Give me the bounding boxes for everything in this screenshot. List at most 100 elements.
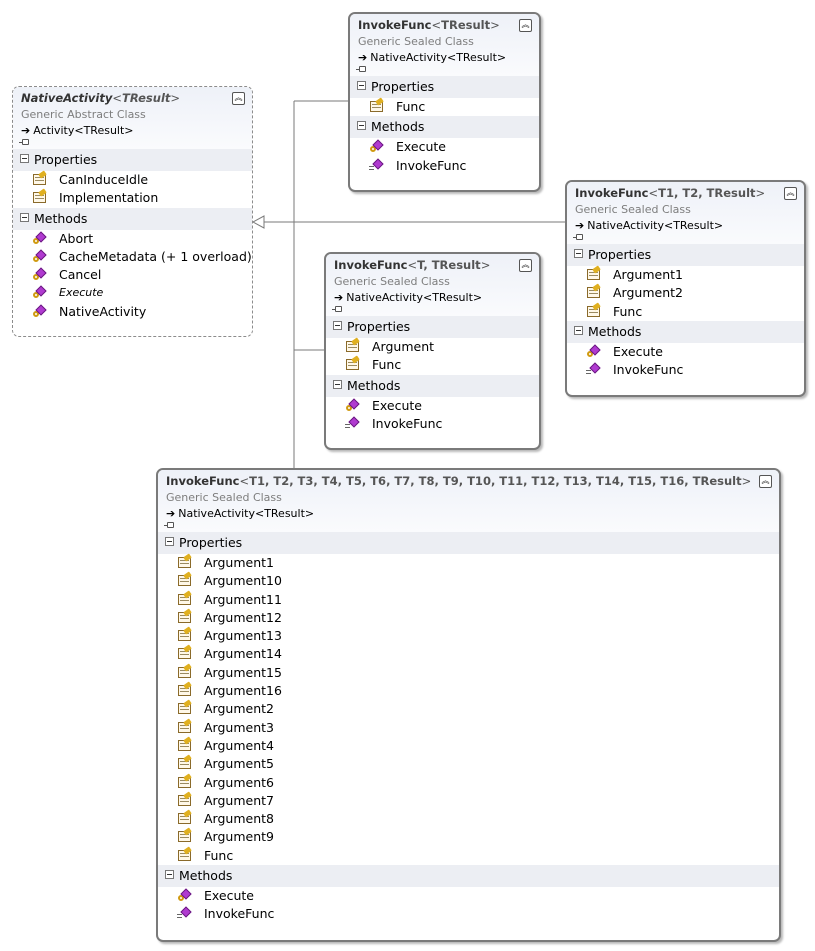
section-methods[interactable]: Methods <box>567 320 804 343</box>
method-item[interactable]: Abort <box>13 230 252 248</box>
class-kind: Generic Sealed Class <box>575 203 691 216</box>
property-item[interactable]: Func <box>350 97 539 116</box>
section-properties[interactable]: Properties <box>158 532 779 554</box>
property-item[interactable]: CanInduceIdle <box>13 170 252 189</box>
property-icon <box>586 265 602 282</box>
method-item[interactable]: InvokeFunc <box>350 157 539 175</box>
property-icon <box>345 355 361 372</box>
section-toggle-icon[interactable] <box>165 870 174 880</box>
section-toggle-icon[interactable] <box>333 379 342 389</box>
class-title: InvokeFunc<T1, T2, T3, T4, T5, T6, T7, T… <box>166 474 752 488</box>
section-methods[interactable]: Methods <box>350 116 539 139</box>
collapse-chevron-icon[interactable]: ︽ <box>784 187 797 200</box>
method-item[interactable]: InvokeFunc <box>567 361 804 379</box>
class-invokefunc-t1-t16-tresult[interactable]: InvokeFunc<T1, T2, T3, T4, T5, T6, T7, T… <box>156 468 781 942</box>
property-icon <box>177 718 193 735</box>
base-type: ➔NativeActivity<TResult> <box>575 219 724 232</box>
method-item[interactable]: Execute <box>13 284 252 302</box>
property-icon <box>32 170 48 187</box>
property-item[interactable]: Argument10 <box>158 571 779 590</box>
protected-method-icon <box>32 285 48 300</box>
property-item[interactable]: Func <box>158 846 779 865</box>
property-icon <box>177 754 193 771</box>
property-item[interactable]: Argument9 <box>158 827 779 846</box>
property-item[interactable]: Argument8 <box>158 809 779 828</box>
section-toggle-icon[interactable] <box>165 537 174 546</box>
collapse-chevron-icon[interactable]: ︽ <box>519 259 532 272</box>
base-type: ➔NativeActivity<TResult> <box>334 291 483 304</box>
property-item[interactable]: Argument4 <box>158 736 779 755</box>
property-item[interactable]: Argument3 <box>158 718 779 737</box>
property-item[interactable]: Argument14 <box>158 644 779 663</box>
property-item[interactable]: Func <box>326 355 539 374</box>
section-methods[interactable]: Methods <box>158 865 779 888</box>
public-method-icon <box>177 906 193 921</box>
section-properties[interactable]: Properties <box>326 316 539 338</box>
inheritance-arrow-icon: ➔ <box>575 219 585 232</box>
property-icon <box>177 626 193 643</box>
property-item[interactable]: Argument15 <box>158 663 779 682</box>
class-invokefunc-tresult[interactable]: InvokeFunc<TResult> Generic Sealed Class… <box>348 12 541 192</box>
method-item[interactable]: Execute <box>326 397 539 415</box>
property-item[interactable]: Implementation <box>13 188 252 207</box>
section-toggle-icon[interactable] <box>574 249 583 258</box>
property-item[interactable]: Argument5 <box>158 754 779 773</box>
property-icon <box>586 283 602 300</box>
property-item[interactable]: Argument2 <box>158 699 779 718</box>
class-invokefunc-t1-t2-tresult[interactable]: InvokeFunc<T1, T2, TResult> Generic Seal… <box>565 180 806 397</box>
protected-method-icon <box>586 344 602 359</box>
section-properties[interactable]: Properties <box>350 76 539 98</box>
collapse-chevron-icon[interactable]: ︽ <box>519 19 532 32</box>
property-item[interactable]: Argument6 <box>158 773 779 792</box>
property-item[interactable]: Argument12 <box>158 608 779 627</box>
method-item[interactable]: InvokeFunc <box>326 415 539 433</box>
method-item[interactable]: InvokeFunc <box>158 905 779 923</box>
class-title: InvokeFunc<T1, T2, TResult> <box>575 186 766 200</box>
property-item[interactable]: Argument2 <box>567 283 804 302</box>
section-methods[interactable]: Methods <box>13 207 252 230</box>
class-kind: Generic Sealed Class <box>334 275 450 288</box>
section-toggle-icon[interactable] <box>357 81 366 90</box>
class-native-activity[interactable]: NativeActivity<TResult> Generic Abstract… <box>12 86 253 337</box>
inheritance-arrow-icon: ➔ <box>334 291 344 304</box>
protected-method-icon <box>32 304 48 319</box>
section-properties[interactable]: Properties <box>13 149 252 171</box>
section-toggle-icon[interactable] <box>574 325 583 335</box>
base-type: ➔Activity<TResult> <box>21 124 134 137</box>
property-item[interactable]: Func <box>567 302 804 321</box>
section-properties[interactable]: Properties <box>567 244 804 266</box>
class-header: InvokeFunc<T1, T2, TResult> Generic Seal… <box>567 182 804 244</box>
method-item[interactable]: Execute <box>350 138 539 156</box>
method-item[interactable]: CacheMetadata (+ 1 overload) <box>13 248 252 266</box>
collapse-chevron-icon[interactable]: ︽ <box>759 475 772 488</box>
method-item[interactable]: NativeActivity <box>13 303 252 321</box>
property-icon <box>177 681 193 698</box>
property-item[interactable]: Argument1 <box>158 553 779 572</box>
section-toggle-icon[interactable] <box>20 212 29 222</box>
section-toggle-icon[interactable] <box>357 121 366 131</box>
property-item[interactable]: Argument1 <box>567 265 804 284</box>
property-item[interactable]: Argument <box>326 337 539 356</box>
property-icon <box>177 846 193 863</box>
class-invokefunc-t-tresult[interactable]: InvokeFunc<T, TResult> Generic Sealed Cl… <box>324 252 541 450</box>
section-toggle-icon[interactable] <box>333 321 342 330</box>
method-item[interactable]: Cancel <box>13 266 252 284</box>
property-item[interactable]: Argument11 <box>158 590 779 609</box>
property-icon <box>345 337 361 354</box>
class-kind: Generic Sealed Class <box>358 35 474 48</box>
section-toggle-icon[interactable] <box>20 154 29 163</box>
method-item[interactable]: Execute <box>158 887 779 905</box>
property-item[interactable]: Argument13 <box>158 626 779 645</box>
property-icon <box>177 644 193 661</box>
collapse-chevron-icon[interactable]: ︽ <box>232 92 245 105</box>
property-item[interactable]: Argument7 <box>158 791 779 810</box>
property-item[interactable]: Argument16 <box>158 681 779 700</box>
method-item[interactable]: Execute <box>567 343 804 361</box>
protected-method-icon <box>369 139 385 154</box>
inheritance-arrow-icon <box>251 215 265 229</box>
class-header: InvokeFunc<TResult> Generic Sealed Class… <box>350 14 539 76</box>
section-methods[interactable]: Methods <box>326 374 539 397</box>
inheritance-arrow-icon: ➔ <box>21 124 31 137</box>
